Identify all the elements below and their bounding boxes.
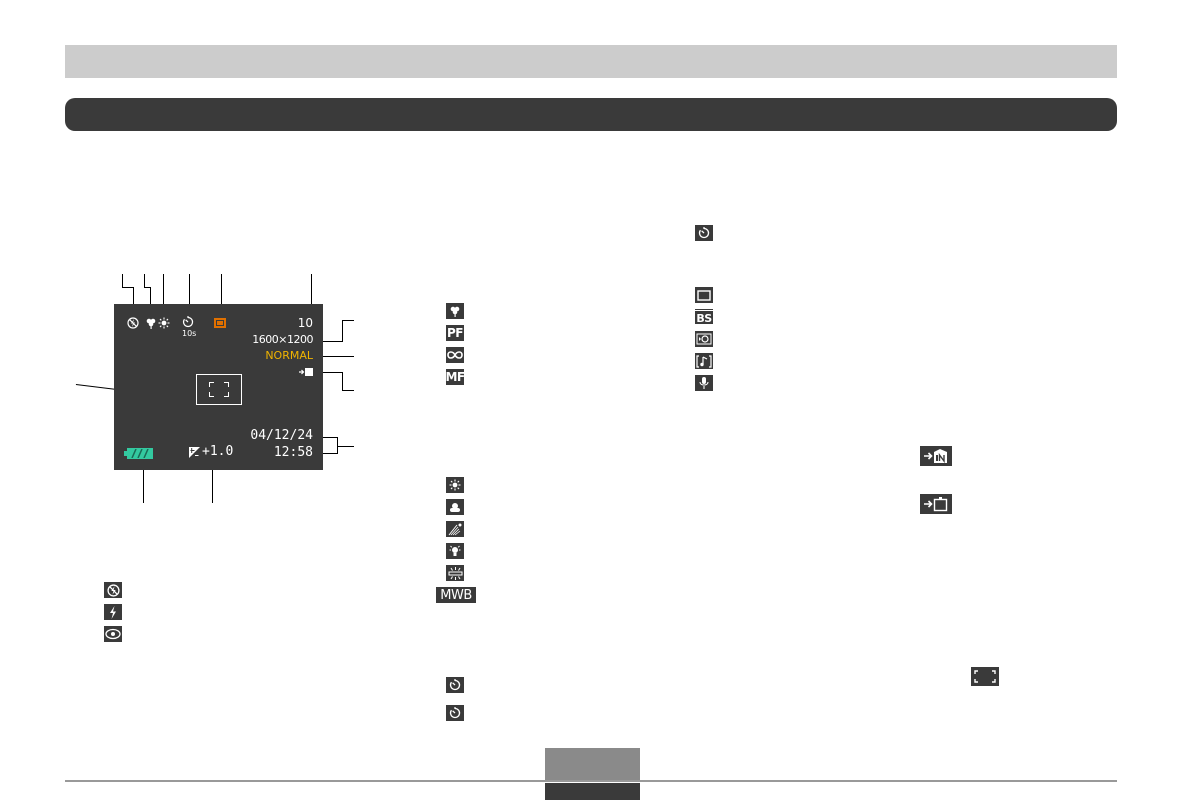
callout-line xyxy=(163,274,164,304)
callout-line xyxy=(212,470,213,503)
movie-mode-icon xyxy=(695,331,713,347)
battery-icon xyxy=(124,448,153,459)
pan-focus-icon: PF xyxy=(446,325,464,341)
audio-snapshot-icon xyxy=(695,353,713,369)
manual-focus-icon: MF xyxy=(445,369,465,385)
infinity-icon xyxy=(446,347,464,363)
callout-line xyxy=(144,274,145,287)
callout-line xyxy=(221,274,222,318)
tungsten-icon xyxy=(446,543,464,559)
snapshot-mode-icon xyxy=(214,318,226,328)
callout-line xyxy=(337,437,338,454)
time-display: 12:58 xyxy=(273,445,313,460)
callout-line xyxy=(144,287,150,288)
callout-line xyxy=(133,287,134,304)
snapshot-mode-icon xyxy=(695,287,713,303)
callout-line xyxy=(318,341,343,342)
image-quality: NORMAL xyxy=(265,349,313,362)
flash-on-icon xyxy=(104,604,122,620)
section-title-bar xyxy=(65,98,1117,131)
fluorescent-icon xyxy=(446,565,464,581)
date-display: 04/12/24 xyxy=(250,428,313,443)
callout-line xyxy=(342,320,354,321)
ev-shift-icon xyxy=(189,447,200,458)
voice-recording-icon xyxy=(695,375,713,391)
best-shot-icon: BS xyxy=(694,309,714,325)
shots-remaining: 10 xyxy=(297,316,313,330)
callout-line xyxy=(189,274,190,304)
manual-white-balance-icon: MWB xyxy=(436,587,476,603)
callout-line xyxy=(318,437,338,438)
callout-line xyxy=(342,372,343,390)
focus-frame-icon xyxy=(971,667,999,686)
self-timer-icon xyxy=(446,677,464,693)
self-timer-label: 10s xyxy=(182,329,197,338)
self-timer-icon xyxy=(182,316,194,328)
memory-card-icon xyxy=(920,494,952,514)
ev-shift-value: +1.0 xyxy=(202,444,234,459)
callout-line xyxy=(311,274,312,304)
callout-line xyxy=(143,470,144,503)
self-timer-icon xyxy=(695,225,713,241)
self-timer-icon xyxy=(446,705,464,721)
callout-line xyxy=(342,320,343,342)
callout-line xyxy=(122,274,123,287)
image-size: 1600×1200 xyxy=(252,333,313,346)
macro-icon xyxy=(146,318,156,329)
callout-line xyxy=(150,287,151,304)
lcd-screen: 10s 10 1600×1200 NORMAL 04/12/24 12:58 xyxy=(114,304,323,470)
callout-line xyxy=(318,356,354,357)
overcast-icon xyxy=(446,499,464,515)
flash-off-icon xyxy=(127,317,139,329)
built-in-memory-icon xyxy=(920,446,952,466)
shade-icon xyxy=(446,521,464,537)
macro-icon xyxy=(446,303,464,319)
callout-line xyxy=(318,372,342,373)
footer-rule xyxy=(65,780,1117,782)
daylight-icon xyxy=(158,317,170,329)
callout-line xyxy=(342,390,354,391)
callout-line xyxy=(122,287,133,288)
flash-off-icon xyxy=(104,582,122,598)
callout-line xyxy=(318,453,338,454)
callout-line xyxy=(337,446,354,447)
daylight-icon xyxy=(446,477,464,493)
page-number-box xyxy=(545,748,640,780)
built-in-memory-icon xyxy=(299,368,313,376)
header-band xyxy=(65,45,1117,78)
red-eye-icon xyxy=(104,626,122,642)
focus-frame xyxy=(196,374,242,405)
page-number-box-base xyxy=(545,783,640,800)
